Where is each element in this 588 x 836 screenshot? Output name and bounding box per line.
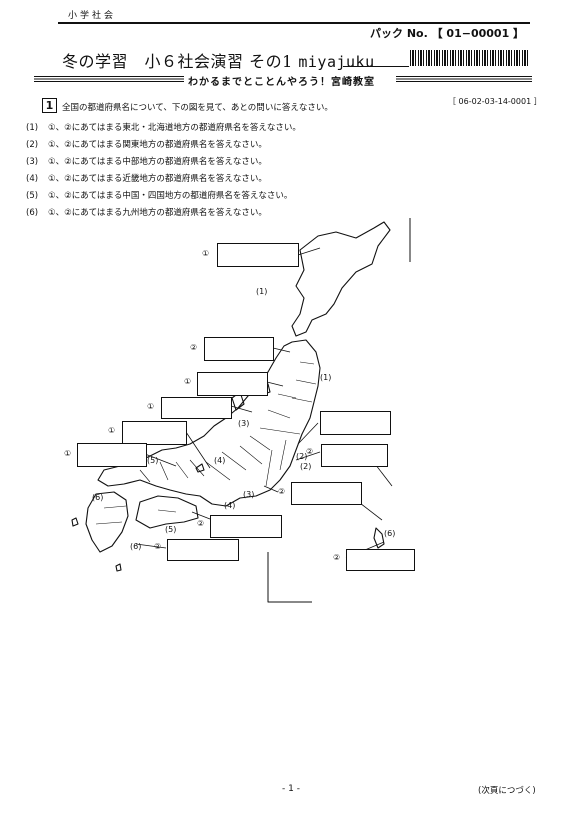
- continued-note: (次頁につづく): [478, 786, 536, 796]
- title-underline: [343, 66, 409, 67]
- circle-2-label: ②: [278, 487, 286, 496]
- subject-label: 小学社会: [68, 11, 117, 21]
- region-label-2: (2): [296, 452, 308, 461]
- region-label-5: (5): [147, 456, 159, 465]
- region-label-6: (6): [92, 493, 104, 502]
- region-label-2: (2): [300, 462, 312, 471]
- question-number: 1: [42, 98, 57, 113]
- answer-box-tohoku-1[interactable]: [217, 243, 299, 267]
- sub-question-text: ①、②にあてはまる東北・北海道地方の都道府県名を答えなさい。: [48, 123, 301, 133]
- region-label-3: (3): [238, 419, 250, 428]
- sub-question-number: (5): [26, 191, 39, 201]
- answer-box-chugoku-2[interactable]: [167, 539, 239, 561]
- sub-question-2: (2) ①、②にあてはまる関東地方の都道府県名を答えなさい。: [26, 138, 267, 150]
- region-label-1: (1): [256, 287, 268, 296]
- answer-box-kinki-2[interactable]: [210, 515, 282, 538]
- circle-2-label: ②: [190, 343, 198, 352]
- region-label-4: (4): [224, 501, 236, 510]
- document-code: ［ 06-02-03-14-0001 ］: [448, 97, 542, 106]
- hokkaido-outline: [291, 221, 391, 337]
- question-intro: 全国の都道府県名について、下の図を見て、あとの問いに答えなさい。: [62, 103, 333, 113]
- leader-lines: [135, 247, 385, 559]
- circle-1-label: ①: [184, 377, 192, 386]
- sub-question-number: (1): [26, 123, 39, 133]
- header-rule: [58, 22, 530, 24]
- slogan-bar-right: [396, 76, 532, 82]
- answer-box-chugoku-1[interactable]: [77, 443, 147, 467]
- answer-box-tohoku-2[interactable]: [204, 337, 274, 361]
- title-jp: 冬の学習 小６社会演習 その1: [62, 52, 293, 71]
- sub-question-text: ①、②にあてはまる九州地方の都道府県名を答えなさい。: [48, 208, 267, 218]
- region-label-3: (3): [243, 490, 255, 499]
- circle-1-label: ①: [147, 402, 155, 411]
- answer-box-kyushu-2[interactable]: [346, 549, 415, 571]
- slogan-bar-left: [34, 76, 184, 82]
- answer-box-kanto-1[interactable]: [320, 411, 391, 435]
- circle-1-label: ①: [108, 426, 116, 435]
- region-label-6: (6): [130, 542, 142, 551]
- circle-2-label: ②: [333, 553, 341, 562]
- barcode-icon: [410, 50, 530, 66]
- sub-question-number: (2): [26, 140, 39, 150]
- circle-2-label: ②: [197, 519, 205, 528]
- inset-frame: [267, 218, 411, 603]
- sub-question-text: ①、②にあてはまる近畿地方の都道府県名を答えなさい。: [48, 174, 267, 184]
- answer-box-kanto-2[interactable]: [321, 444, 388, 467]
- shikoku-outline: [135, 495, 199, 529]
- pack-number: パック No. 【 01−00001 】: [370, 27, 525, 40]
- circle-2-label: ②: [154, 542, 162, 551]
- answer-box-chubu-3[interactable]: [291, 482, 362, 505]
- circle-1-label: ①: [202, 249, 210, 258]
- sub-question-3: (3) ①、②にあてはまる中部地方の都道府県名を答えなさい。: [26, 155, 267, 167]
- okinawa-outline: [373, 527, 385, 549]
- sub-question-text: ①、②にあてはまる関東地方の都道府県名を答えなさい。: [48, 140, 267, 150]
- slogan: わかるまでとことんやろう！宮崎教室: [188, 77, 375, 88]
- region-label-5: (5): [165, 525, 177, 534]
- answer-box-chubu-2[interactable]: [161, 397, 232, 419]
- kyushu-outline: [85, 491, 129, 553]
- sub-question-number: (4): [26, 174, 39, 184]
- sub-question-6: (6) ①、②にあてはまる九州地方の都道府県名を答えなさい。: [26, 206, 267, 218]
- sub-question-number: (3): [26, 157, 39, 167]
- prefecture-lines: [95, 361, 317, 525]
- answer-box-chubu-1[interactable]: [197, 372, 268, 396]
- circle-2-label: ②: [306, 447, 314, 456]
- islands-outline: [71, 463, 205, 572]
- region-label-1: (1): [320, 373, 332, 382]
- page-number: - 1 -: [282, 784, 300, 794]
- circle-1-label: ①: [64, 449, 72, 458]
- sub-question-5: (5) ①、②にあてはまる中国・四国地方の都道府県名を答えなさい。: [26, 189, 292, 201]
- answer-box-kinki-1[interactable]: [122, 421, 187, 445]
- region-label-4: (4): [214, 456, 226, 465]
- sub-question-text: ①、②にあてはまる中国・四国地方の都道府県名を答えなさい。: [48, 191, 293, 201]
- sub-question-number: (6): [26, 208, 39, 218]
- region-label-6: (6): [384, 529, 396, 538]
- sub-question-text: ①、②にあてはまる中部地方の都道府県名を答えなさい。: [48, 157, 267, 167]
- sub-question-1: (1) ①、②にあてはまる東北・北海道地方の都道府県名を答えなさい。: [26, 121, 301, 133]
- sub-question-4: (4) ①、②にあてはまる近畿地方の都道府県名を答えなさい。: [26, 172, 267, 184]
